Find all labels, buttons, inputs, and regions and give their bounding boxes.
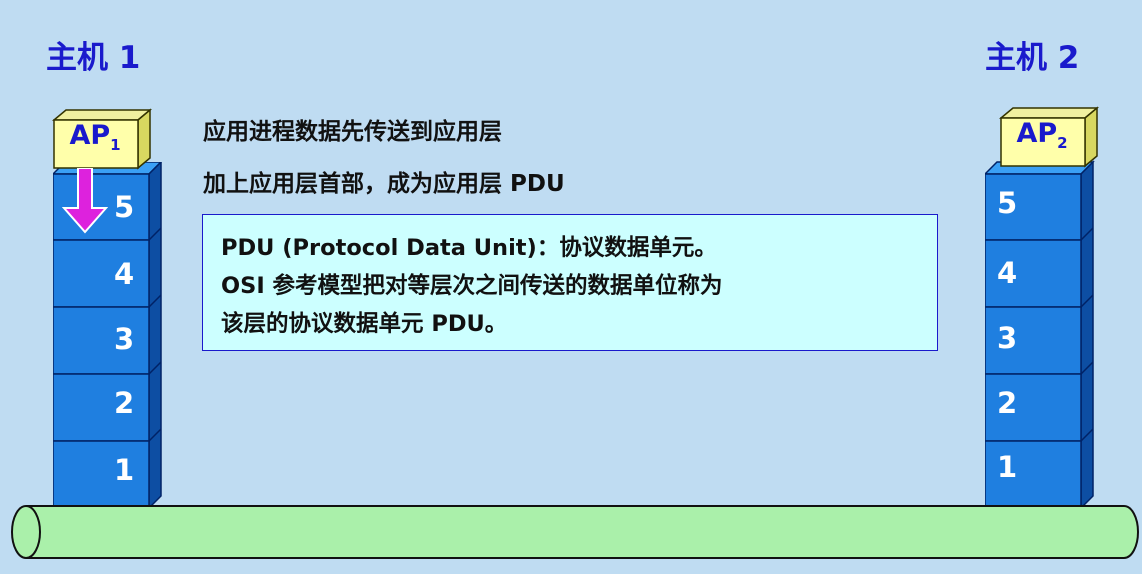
pdu-definition-line: PDU (Protocol Data Unit)：协议数据单元。: [221, 235, 717, 261]
host-2-layer-1-box: [985, 440, 1082, 509]
host-2-layer-5-label: 5: [997, 186, 1018, 220]
host-1-layer-2-label: 2: [114, 386, 135, 420]
host-2-ap-cube-graphic: [999, 106, 1100, 168]
host-2-layer-3-box: [985, 306, 1082, 375]
host-2-layer-4-label: 4: [997, 256, 1018, 290]
host-2-ap-label: AP2: [1016, 118, 1068, 152]
caption-send-to-application-layer: 应用进程数据先传送到应用层: [203, 119, 502, 145]
host-2-layer-stack: 5 4 3 2 1: [985, 160, 1097, 510]
host-1-layer-1-label: 1: [114, 453, 135, 487]
host-2-layer-3-label: 3: [997, 321, 1018, 355]
host-1-layer-3-label: 3: [114, 322, 135, 356]
host-1-layer-1-box: [53, 440, 150, 509]
host-1-layer-5-label: 5: [114, 190, 135, 224]
host-1-layer-3-box: [53, 306, 150, 375]
host-1-ap-cube-graphic: [52, 108, 153, 170]
network-cable: [11, 505, 1139, 559]
host-2-title: 主机 2: [985, 40, 1080, 76]
host-2-layer-2-box: [985, 373, 1082, 442]
host-2-layer-1-label: 1: [997, 450, 1018, 484]
pdu-definition-box: PDU (Protocol Data Unit)：协议数据单元。 OSI 参考模…: [202, 214, 938, 351]
pdu-definition-line: OSI 参考模型把对等层次之间传送的数据单位称为: [221, 273, 723, 299]
caption-add-application-header: 加上应用层首部，成为应用层 PDU: [203, 171, 565, 197]
host-1-ap-label: AP1: [69, 120, 121, 154]
host-1-ap-box: AP1: [52, 108, 154, 170]
host-1-layer-4-box: [53, 239, 150, 308]
host-2-layer-5-box: [985, 173, 1082, 241]
host-1-layer-stack: 5 4 3 2 1: [53, 162, 165, 512]
host-1-title: 主机 1: [46, 40, 141, 76]
host-1-layer-2-box: [53, 373, 150, 442]
host-1-layer-4-label: 4: [114, 257, 135, 291]
host-1-stack-graphic: [53, 162, 163, 510]
host-2-layer-2-label: 2: [997, 386, 1018, 420]
pdu-definition-line: 该层的协议数据单元 PDU。: [221, 311, 508, 337]
down-arrow-icon: [62, 168, 108, 234]
host-2-ap-box: AP2: [999, 106, 1101, 168]
